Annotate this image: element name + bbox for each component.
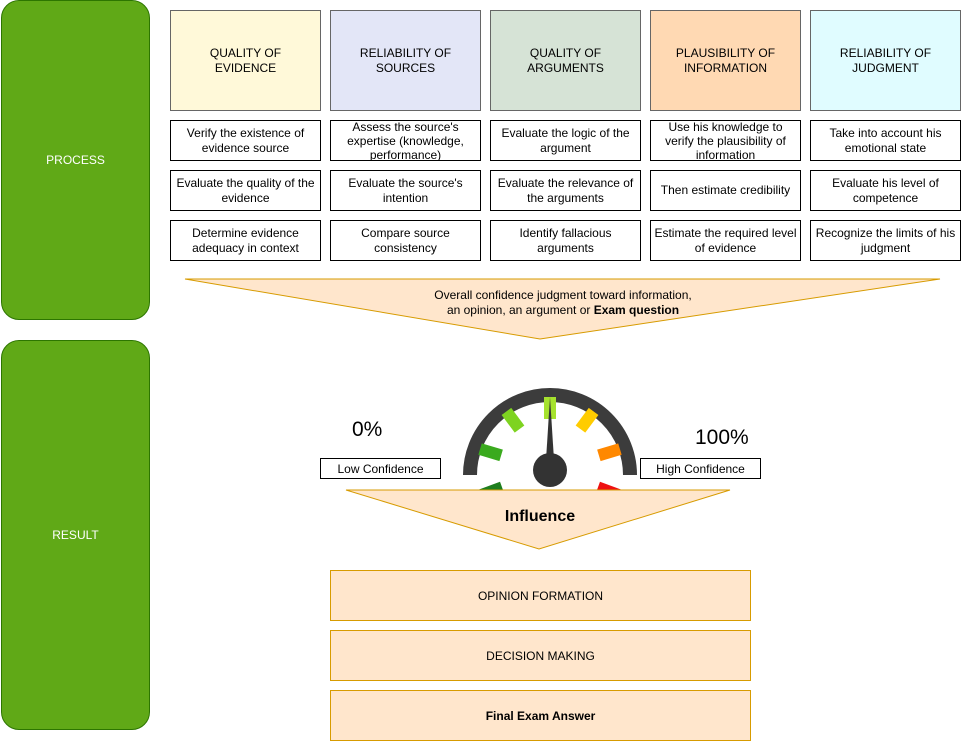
gauge-needle: [546, 397, 554, 460]
header-reliability-of-sources: RELIABILITY OF SOURCES: [330, 10, 481, 111]
judgment-line-2-bold: Exam question: [593, 303, 680, 317]
process-step: Verify the existence of evidence source: [170, 120, 321, 161]
process-step: Use his knowledge to verify the plausibi…: [650, 120, 801, 161]
influence-funnel: [345, 489, 731, 550]
process-step: Determine evidence adequacy in context: [170, 220, 321, 261]
gauge-segment: [501, 407, 525, 433]
judgment-text: Overall confidence judgment toward infor…: [380, 288, 746, 318]
process-step: Assess the source's expertise (knowledge…: [330, 120, 481, 161]
high-percent: 100%: [695, 426, 749, 449]
process-step: Estimate the required level of evidence: [650, 220, 801, 261]
high-confidence-label: High Confidence: [640, 458, 761, 479]
process-step: Evaluate the logic of the argument: [490, 120, 641, 161]
gauge-hub: [533, 453, 567, 487]
influence-label: Influence: [504, 508, 576, 525]
header-quality-of-arguments: QUALITY OF ARGUMENTS: [490, 10, 641, 111]
outcome-opinion-formation: OPINION FORMATION: [330, 570, 751, 621]
judgment-line-1: Overall confidence judgment toward infor…: [434, 288, 692, 302]
process-step: Identify fallacious arguments: [490, 220, 641, 261]
outcome-final-exam-answer: Final Exam Answer: [330, 690, 751, 741]
header-quality-of-evidence: QUALITY OF EVIDENCE: [170, 10, 321, 111]
process-step: Evaluate the relevance of the arguments: [490, 170, 641, 211]
process-label-box: PROCESS: [1, 0, 150, 320]
result-label: RESULT: [52, 528, 99, 542]
low-percent: 0%: [352, 418, 383, 441]
gauge-segment: [478, 443, 503, 462]
judgment-line-2: an opinion, an argument or Exam question: [446, 303, 680, 317]
process-step: Take into account his emotional state: [810, 120, 961, 161]
process-step: Evaluate his level of competence: [810, 170, 961, 211]
process-label: PROCESS: [46, 153, 105, 167]
gauge-segment: [575, 407, 599, 433]
process-step: Compare source consistency: [330, 220, 481, 261]
gauge-segment: [597, 443, 622, 462]
header-reliability-of-judgment: RELIABILITY OF JUDGMENT: [810, 10, 961, 111]
process-step: Recognize the limits of his judgment: [810, 220, 961, 261]
header-plausibility-of-information: PLAUSIBILITY OF INFORMATION: [650, 10, 801, 111]
outcome-decision-making: DECISION MAKING: [330, 630, 751, 681]
process-step: Evaluate the quality of the evidence: [170, 170, 321, 211]
process-step: Evaluate the source's intention: [330, 170, 481, 211]
process-step: Then estimate credibility: [650, 170, 801, 211]
judgment-funnel: [184, 278, 941, 340]
gauge-arc: [463, 388, 637, 476]
low-confidence-label: Low Confidence: [320, 458, 441, 479]
confidence-gauge: [463, 388, 637, 495]
result-label-box: RESULT: [1, 340, 150, 730]
